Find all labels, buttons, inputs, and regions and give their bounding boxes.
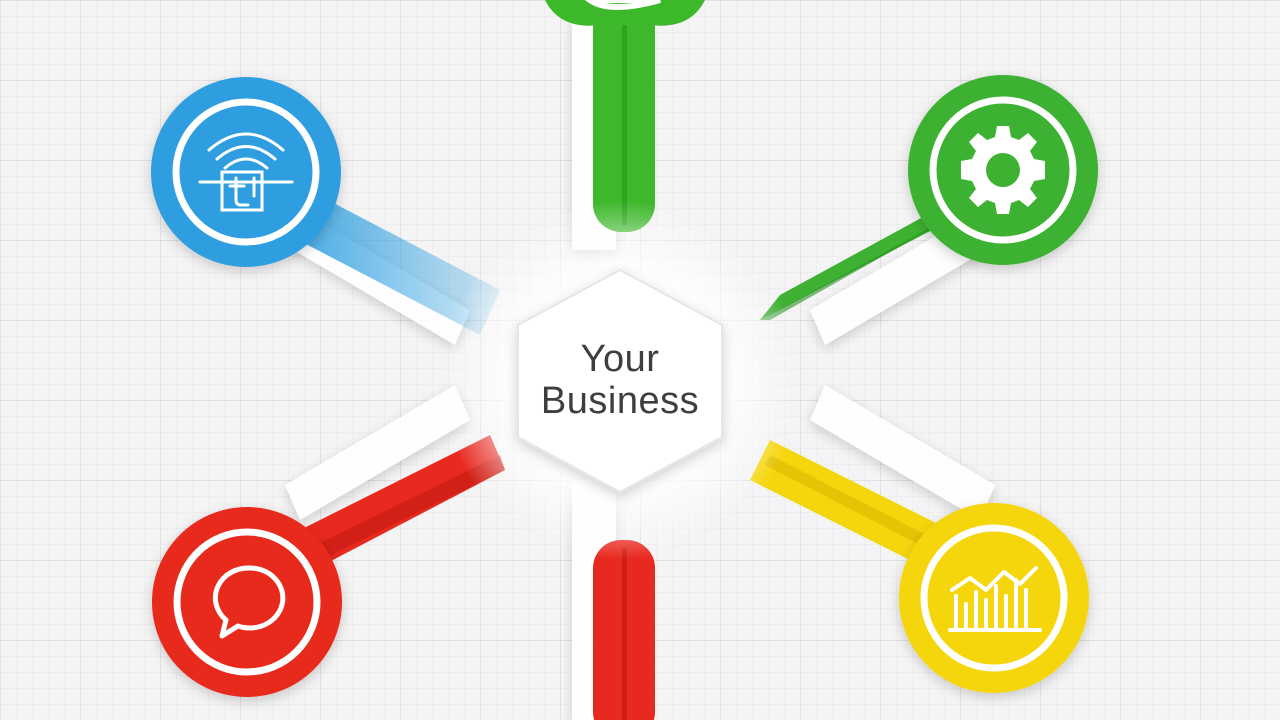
gear-icon — [961, 126, 1045, 214]
center-title: Your Business — [520, 338, 720, 422]
center-title-line2: Business — [540, 380, 700, 422]
node-top[interactable] — [545, 0, 705, 232]
center-title-line1: Your — [580, 338, 660, 380]
bar-chart-icon — [948, 566, 1042, 632]
node-bottom[interactable] — [593, 540, 655, 720]
chat-bubble-icon — [212, 565, 286, 639]
node-chat[interactable] — [152, 435, 505, 697]
center-hexagon — [517, 268, 723, 494]
node-analytics[interactable] — [750, 440, 1089, 693]
node-wifi[interactable] — [151, 77, 500, 335]
wifi-router-icon — [198, 132, 294, 212]
node-settings[interactable] — [760, 75, 1098, 320]
